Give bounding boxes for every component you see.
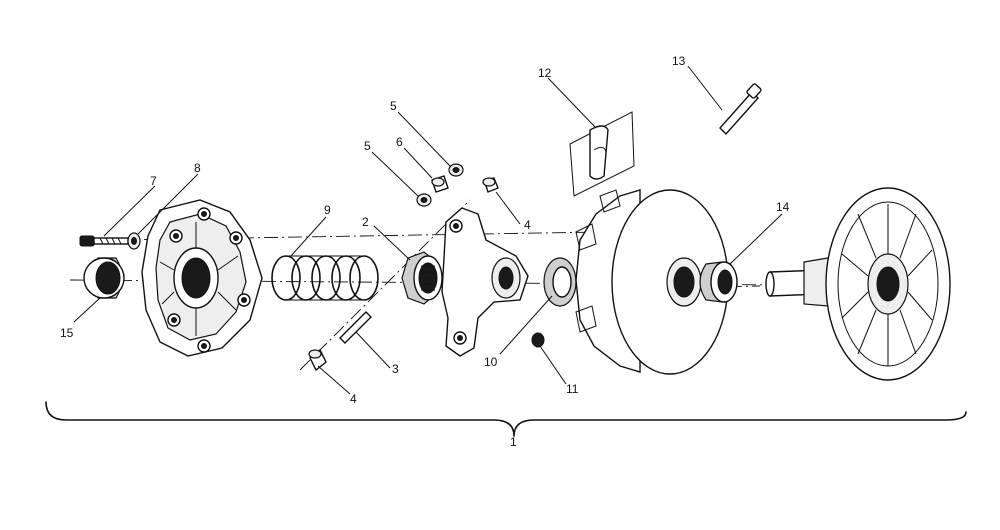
part-4-roller-lower [308, 348, 327, 372]
part-9-spring [271, 255, 379, 301]
part-5-washer-upper [448, 163, 464, 177]
callout-5-lower: 5 [364, 139, 371, 153]
callout-9: 9 [324, 203, 331, 217]
part-10-washer [543, 257, 577, 307]
callout-labels: 1 2 3 4 4 5 5 6 7 8 9 10 11 12 13 14 15 [60, 54, 790, 449]
cover-plate [141, 199, 263, 357]
callout-3: 3 [392, 362, 399, 376]
part-6-roller [431, 175, 449, 193]
spider-arm [441, 207, 529, 357]
part-14-bushing [699, 261, 738, 303]
callout-11: 11 [566, 382, 579, 396]
callout-14: 14 [776, 200, 790, 214]
callout-15: 15 [60, 326, 74, 340]
callout-12: 12 [538, 66, 552, 80]
callout-8: 8 [194, 161, 201, 175]
assembly-brace [45, 401, 967, 437]
part-2-nut [401, 251, 443, 305]
callout-10: 10 [484, 355, 498, 369]
leader-lines [73, 65, 783, 395]
part-15-bushing [83, 257, 125, 299]
part-12-decal [569, 111, 635, 197]
part-4-roller-upper [482, 177, 499, 193]
part-5-washer-lower [416, 193, 432, 207]
part-7-bolt [79, 235, 129, 247]
callout-4-lower: 4 [350, 392, 357, 406]
part-3-pin [339, 311, 372, 344]
part-11-nut [531, 332, 545, 348]
movable-sheave [575, 189, 729, 375]
callout-1: 1 [510, 435, 517, 449]
callout-7: 7 [150, 174, 157, 188]
part-13-bolt [719, 83, 762, 136]
callout-5-upper: 5 [390, 99, 397, 113]
part-8-washer [127, 232, 141, 250]
callout-4-upper: 4 [524, 218, 531, 232]
fixed-sheave [765, 187, 951, 381]
callout-2: 2 [362, 215, 369, 229]
callout-6: 6 [396, 135, 403, 149]
callout-13: 13 [672, 54, 686, 68]
